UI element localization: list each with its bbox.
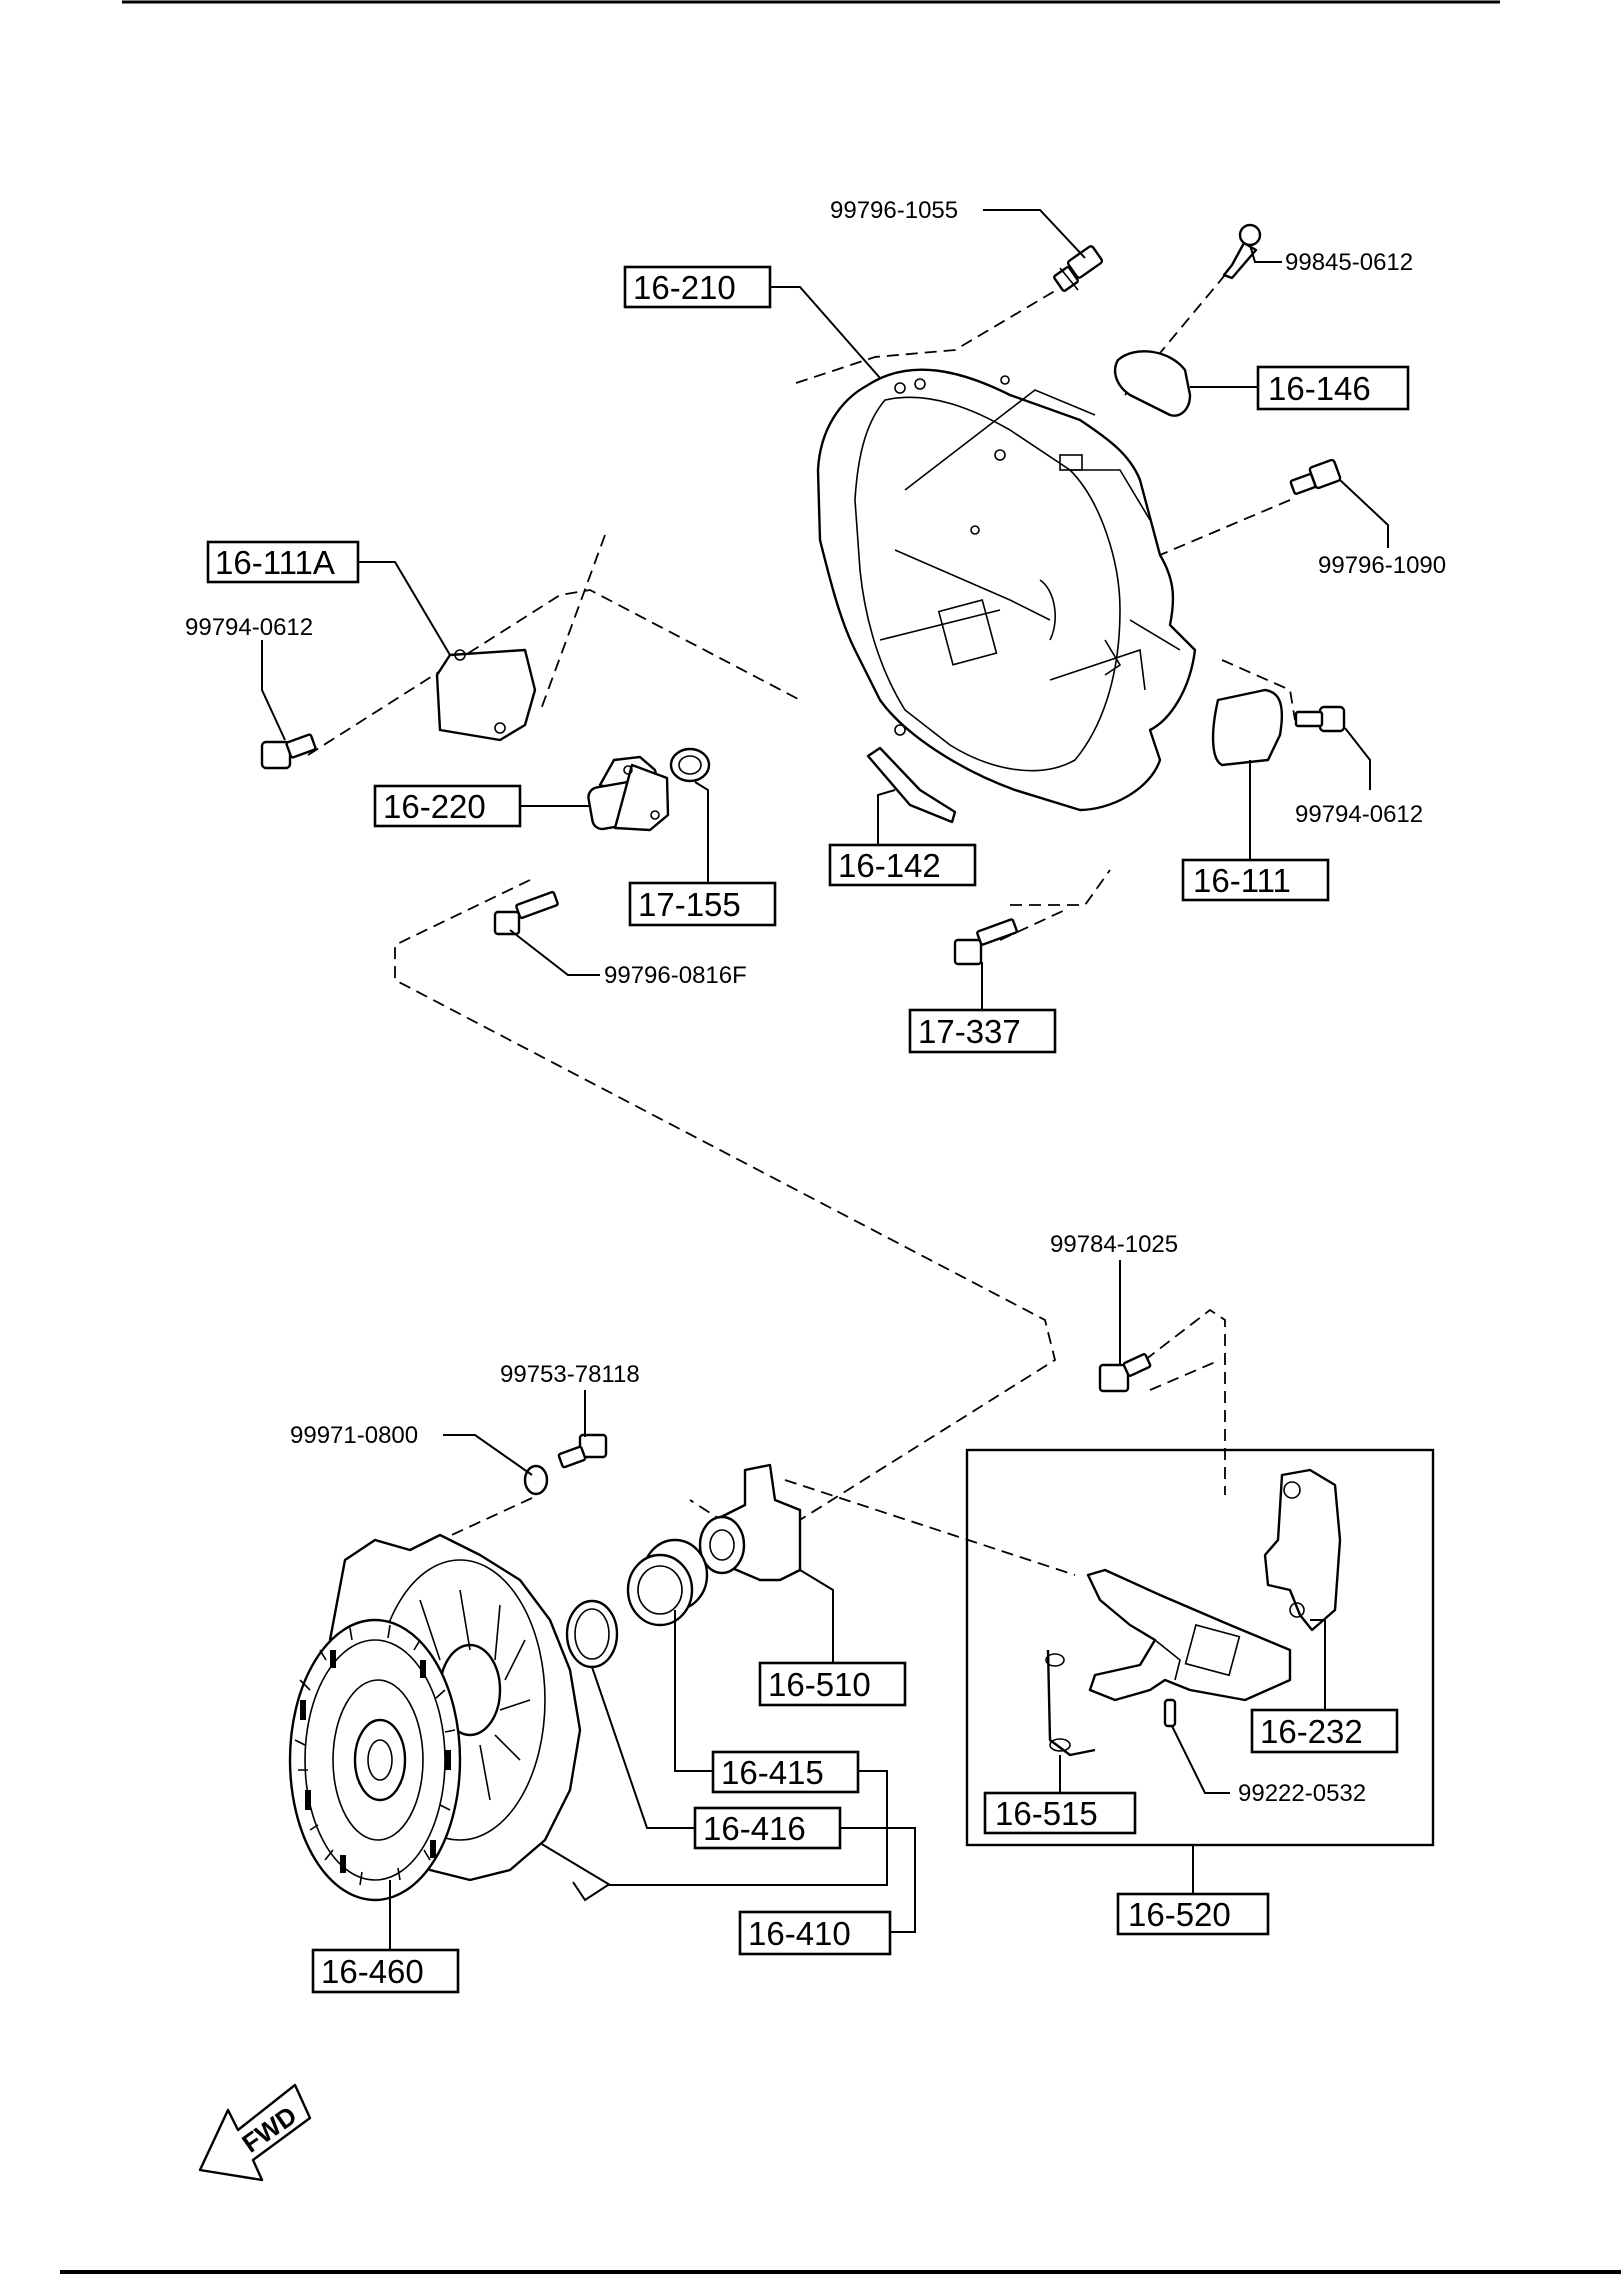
svg-text:16-520: 16-520 <box>1128 1896 1231 1933</box>
pivot-bracket-icon <box>1263 1468 1342 1632</box>
svg-text:16-416: 16-416 <box>703 1810 806 1847</box>
washer-icon <box>523 1464 549 1496</box>
callout-16-415: 16-415 <box>711 1750 860 1794</box>
svg-text:16-232: 16-232 <box>1260 1713 1363 1750</box>
label-99794-0612-right: 99794-0612 <box>1295 801 1423 828</box>
svg-text:16-510: 16-510 <box>768 1666 871 1703</box>
svg-text:16-210: 16-210 <box>633 269 736 306</box>
clutch-disc-icon <box>288 1618 462 1902</box>
svg-text:16-415: 16-415 <box>721 1754 824 1791</box>
svg-text:16-410: 16-410 <box>748 1915 851 1952</box>
bolt-99794-0612-right-icon <box>1294 705 1346 733</box>
label-99794-0612-left: 99794-0612 <box>185 614 313 641</box>
svg-text:16-111: 16-111 <box>1193 862 1291 899</box>
callout-16-210: 16-210 <box>623 265 772 309</box>
small-cover-icon <box>1211 688 1284 767</box>
label-99753-78118: 99753-78118 <box>500 1361 640 1388</box>
callout-16-146: 16-146 <box>1256 365 1410 411</box>
svg-text:17-155: 17-155 <box>638 886 741 923</box>
callout-16-416: 16-416 <box>693 1806 842 1850</box>
release-fork-icon <box>1086 1568 1292 1702</box>
callout-17-337: 17-337 <box>908 1008 1057 1054</box>
callout-16-460: 16-460 <box>311 1948 460 1994</box>
bolt-99753-78118-icon <box>557 1433 608 1469</box>
cover-plate-icon <box>1114 350 1192 417</box>
callout-16-142: 16-142 <box>828 843 977 887</box>
callout-16-515: 16-515 <box>983 1791 1137 1835</box>
svg-text:16-515: 16-515 <box>995 1795 1098 1832</box>
callout-17-155: 17-155 <box>628 881 777 927</box>
label-99796-0816F: 99796-0816F <box>604 962 747 989</box>
bracket-icon <box>866 746 957 824</box>
svg-text:17-337: 17-337 <box>918 1013 1021 1050</box>
bolt-17-337-icon <box>953 918 1018 966</box>
callout-16-220: 16-220 <box>373 784 522 828</box>
callout-16-520: 16-520 <box>1116 1892 1270 1936</box>
svg-text:16-146: 16-146 <box>1268 370 1371 407</box>
release-bearing-icon <box>698 1463 802 1582</box>
release-fork-kit-frame <box>965 1448 1435 1847</box>
label-99222-0532: 99222-0532 <box>1238 1780 1366 1807</box>
assembly-dashed-lines <box>307 244 1296 1576</box>
bolt-99794-0612-left-icon <box>260 733 317 770</box>
label-99784-1025: 99784-1025 <box>1050 1231 1178 1258</box>
bolt-99784-1025-icon <box>1098 1353 1152 1393</box>
spring-clip-icon <box>1046 1649 1096 1757</box>
label-99796-1090: 99796-1090 <box>1318 552 1446 579</box>
clutch-housing <box>816 368 1197 812</box>
callout-16-111A: 16-111A <box>206 540 360 584</box>
forward-direction-arrow-icon: FWD <box>198 2083 312 2182</box>
pin-icon <box>1163 1698 1177 1728</box>
bolt-99796-1055-icon <box>1053 245 1104 292</box>
callout-16-410: 16-410 <box>738 1910 892 1956</box>
bolt-99796-1090-icon <box>1289 458 1342 495</box>
svg-text:16-142: 16-142 <box>838 847 941 884</box>
callout-16-510: 16-510 <box>758 1661 907 1707</box>
callout-16-111: 16-111 <box>1181 858 1330 902</box>
screw-99845-0612-icon <box>1222 223 1262 280</box>
svg-text:16-220: 16-220 <box>383 788 486 825</box>
guide-tube-icon <box>587 755 670 832</box>
label-99845-0612: 99845-0612 <box>1285 249 1413 276</box>
piston-seal-icon <box>626 1538 709 1627</box>
label-99796-1055: 99796-1055 <box>830 197 958 224</box>
o-ring-icon <box>565 1599 619 1669</box>
inspection-cover-icon <box>435 648 537 742</box>
svg-text:16-111A: 16-111A <box>215 544 335 581</box>
svg-text:16-460: 16-460 <box>321 1953 424 1990</box>
oil-seal-icon <box>669 747 711 783</box>
bolt-99796-0816F-icon <box>493 890 559 936</box>
callout-16-232: 16-232 <box>1250 1708 1399 1754</box>
label-99971-0800: 99971-0800 <box>290 1422 418 1449</box>
